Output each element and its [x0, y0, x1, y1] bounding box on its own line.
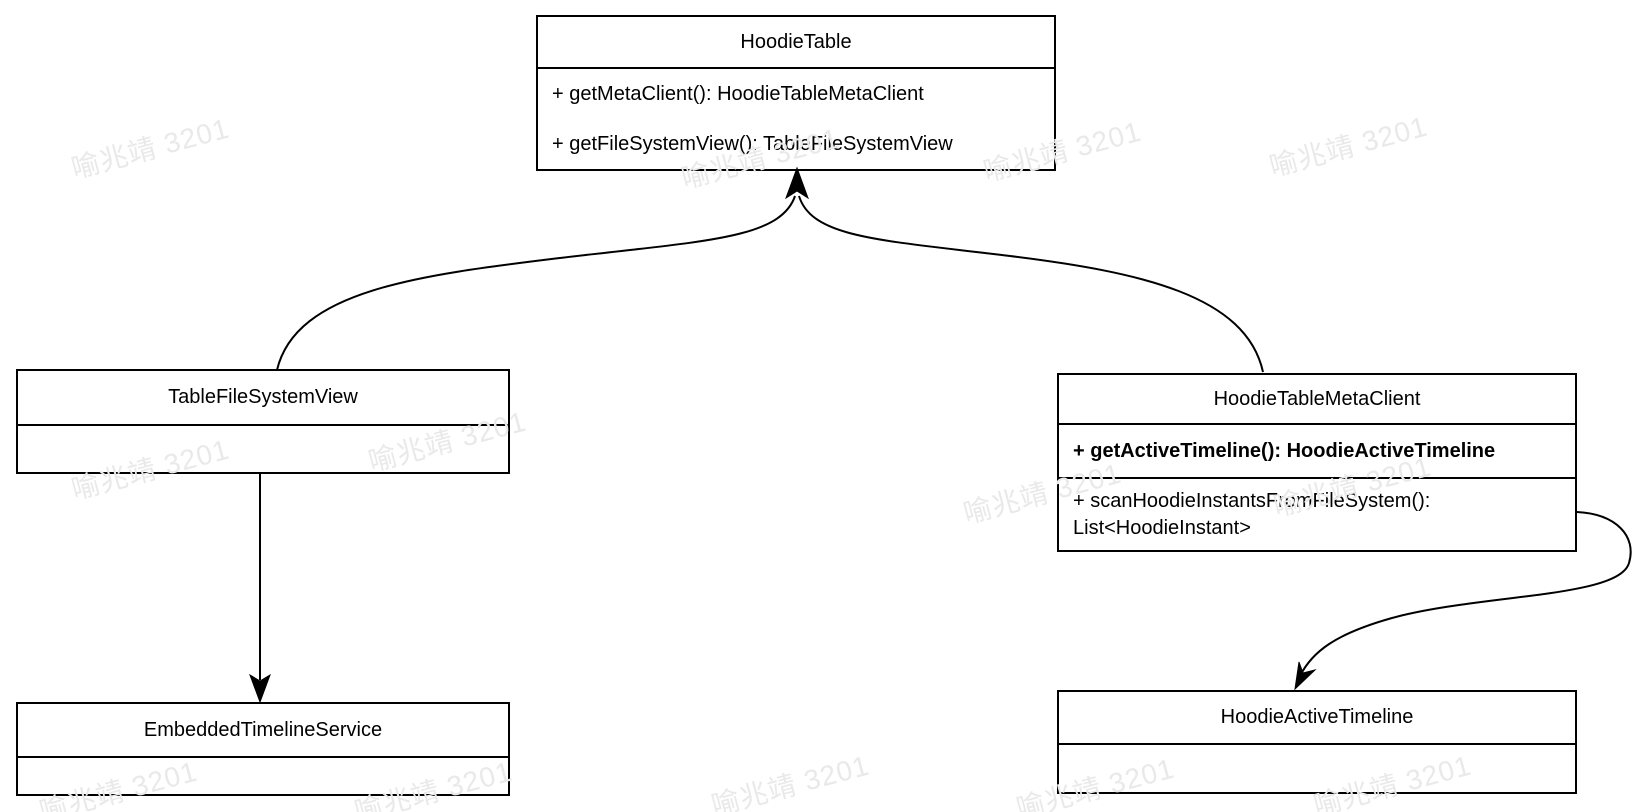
arrowhead-up-icon: [785, 166, 809, 200]
watermark-text: 喻兆靖 3201: [1266, 110, 1431, 183]
class-method: + getMetaClient(): HoodieTableMetaClient: [552, 83, 924, 105]
class-title: TableFileSystemView: [18, 371, 508, 426]
class-empty-section: [1059, 745, 1575, 792]
class-box-embeddedtimelineservice: EmbeddedTimelineService: [16, 702, 510, 796]
class-title: HoodieTable: [538, 17, 1054, 69]
class-method: + scanHoodieInstantsFromFileSystem(): Li…: [1073, 490, 1431, 539]
watermark-text: 喻兆靖 3201: [708, 749, 873, 812]
class-box-hoodietable: HoodieTable + getMetaClient(): HoodieTab…: [536, 15, 1056, 171]
class-box-hoodietablemetaclient: HoodieTableMetaClient + getActiveTimelin…: [1057, 373, 1577, 552]
class-empty-section: [18, 758, 508, 794]
class-title: EmbeddedTimelineService: [18, 704, 508, 758]
class-empty-section: [18, 426, 508, 472]
watermark-text: 喻兆靖 3201: [68, 112, 233, 185]
arrowhead-down-left-icon: [1294, 661, 1317, 691]
connector-tablefsv-to-hoodietable: [276, 195, 796, 371]
class-title: HoodieTableMetaClient: [1059, 375, 1575, 425]
class-title: HoodieActiveTimeline: [1059, 692, 1575, 745]
class-method: + getActiveTimeline(): HoodieActiveTimel…: [1059, 425, 1575, 479]
arrowhead-down-icon: [249, 673, 271, 704]
class-box-hoodieactivetimeline: HoodieActiveTimeline: [1057, 690, 1577, 794]
class-method: + getFileSystemView(): TableFileSystemVi…: [552, 133, 953, 155]
connector-metaclient-to-hoodietable: [798, 195, 1264, 373]
class-box-tablefilesystemview: TableFileSystemView: [16, 369, 510, 474]
